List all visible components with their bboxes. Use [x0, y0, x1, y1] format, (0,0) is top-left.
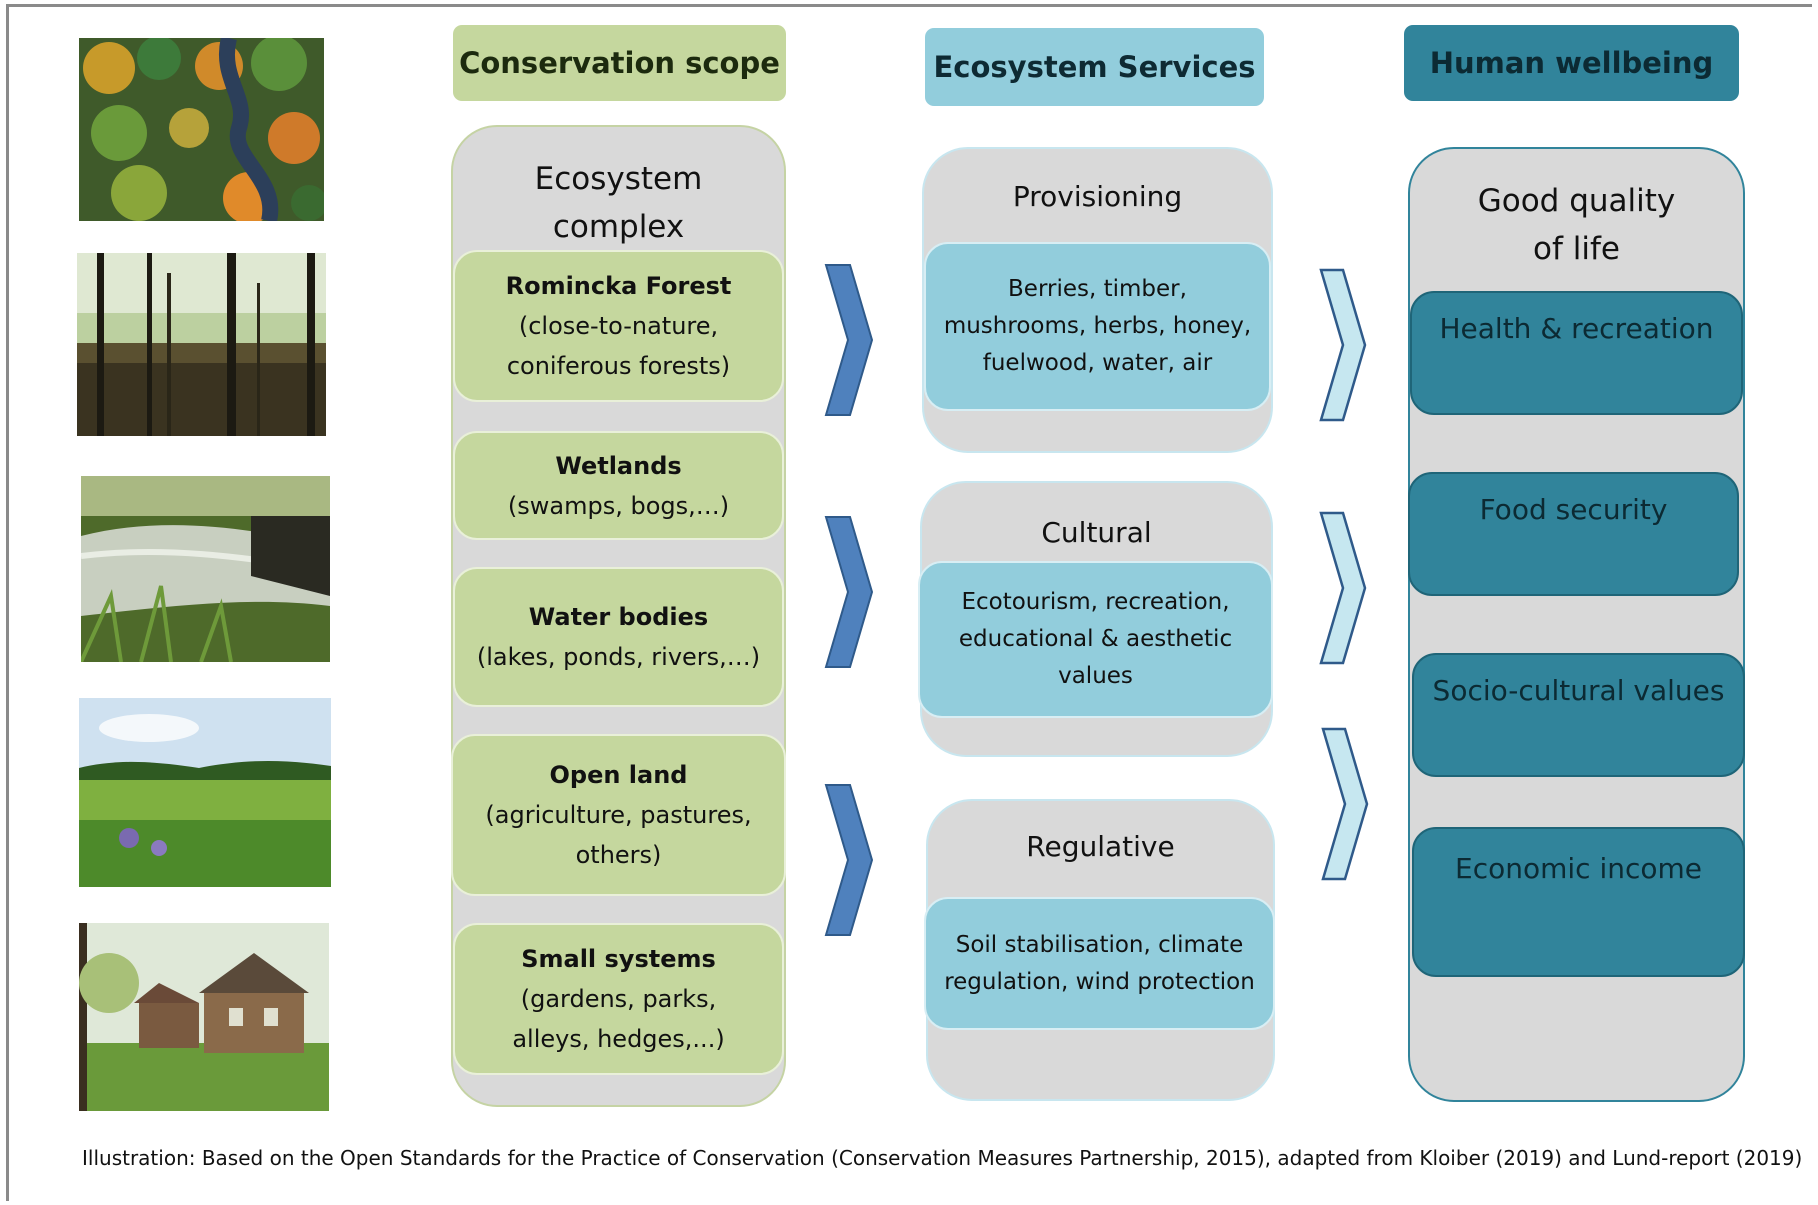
meadow-photo [79, 698, 331, 887]
stream-photo [81, 476, 330, 662]
chevron-arrow-icon [824, 784, 874, 936]
regulative-box: Soil stabilisation, climate regulation, … [924, 897, 1275, 1030]
chevron-arrow-icon [824, 516, 874, 668]
box-text: regulation, wind protection [944, 968, 1255, 995]
box-text: Economic income [1455, 852, 1702, 885]
box-text: Soil stabilisation, climate [955, 931, 1244, 958]
box-text: coniferous forests) [506, 352, 731, 380]
box-text: others) [575, 841, 662, 869]
box-text: (lakes, ponds, rivers,…) [476, 643, 761, 671]
chevron-arrow-icon [1319, 268, 1367, 422]
food-security-box: Food security [1408, 472, 1739, 596]
box-text: (agriculture, pastures, [485, 801, 752, 829]
human-wellbeing-header: Human wellbeing [1404, 25, 1739, 101]
water-bodies-box: Water bodies (lakes, ponds, rivers,…) [453, 567, 784, 707]
box-text: Socio-cultural values [1432, 674, 1725, 707]
provisioning-box: Berries, timber, mushrooms, herbs, honey… [924, 242, 1271, 411]
box-text: alleys, hedges,...) [512, 1025, 725, 1053]
box-text: (close-to-nature, [518, 312, 719, 340]
health-recreation-box: Health & recreation [1410, 291, 1743, 415]
ecosystem-services-header: Ecosystem Services [925, 28, 1264, 106]
box-title: Wetlands [555, 451, 682, 480]
socio-cultural-values-box: Socio-cultural values [1412, 653, 1745, 777]
forest-aerial-photo [79, 38, 324, 221]
conservation-scope-header: Conservation scope [453, 25, 786, 101]
box-text: (gardens, parks, [520, 985, 717, 1013]
ecosystem-complex-title: Ecosystem complex [453, 155, 784, 251]
wetlands-box: Wetlands (swamps, bogs,…) [453, 431, 784, 540]
box-text: values [1058, 663, 1133, 689]
box-title: Open land [549, 761, 688, 789]
box-title: Small systems [521, 945, 716, 973]
panel-title-line: of life [1533, 231, 1620, 267]
small-systems-box: Small systems (gardens, parks, alleys, h… [453, 923, 784, 1075]
figure-caption: Illustration: Based on the Open Standard… [82, 1146, 1803, 1170]
box-text: educational & aesthetic [958, 626, 1233, 652]
box-text: (swamps, bogs,…) [507, 491, 730, 520]
figure-frame [6, 4, 1812, 1201]
box-text: Berries, timber, [1008, 276, 1187, 302]
provisioning-title: Provisioning [1012, 180, 1183, 213]
box-title: Romincka Forest [505, 272, 732, 300]
good-quality-of-life-title: Good quality of life [1410, 177, 1743, 273]
panel-title-line: Good quality [1477, 183, 1676, 219]
chevron-arrow-icon [824, 264, 874, 416]
panel-title-line: complex [552, 209, 685, 245]
box-text: Food security [1479, 493, 1668, 526]
box-text: Health & recreation [1439, 312, 1714, 345]
chevron-arrow-icon [1319, 511, 1367, 665]
cultural-box: Ecotourism, recreation, educational & ae… [918, 561, 1273, 718]
open-land-box: Open land (agriculture, pastures, others… [451, 734, 786, 896]
chevron-arrow-icon [1321, 727, 1369, 881]
romincka-forest-box: Romincka Forest (close-to-nature, conife… [453, 250, 784, 402]
panel-title-line: Ecosystem [534, 161, 703, 197]
forest-swamp-photo [77, 253, 326, 436]
village-house-photo [79, 923, 329, 1111]
economic-income-box: Economic income [1412, 827, 1745, 977]
box-text: fuelwood, water, air [982, 350, 1213, 376]
box-text: mushrooms, herbs, honey, [943, 313, 1252, 339]
box-title: Water bodies [528, 603, 709, 631]
cultural-title: Cultural [1041, 516, 1152, 549]
regulative-title: Regulative [1026, 830, 1175, 863]
box-text: Ecotourism, recreation, [961, 589, 1230, 615]
